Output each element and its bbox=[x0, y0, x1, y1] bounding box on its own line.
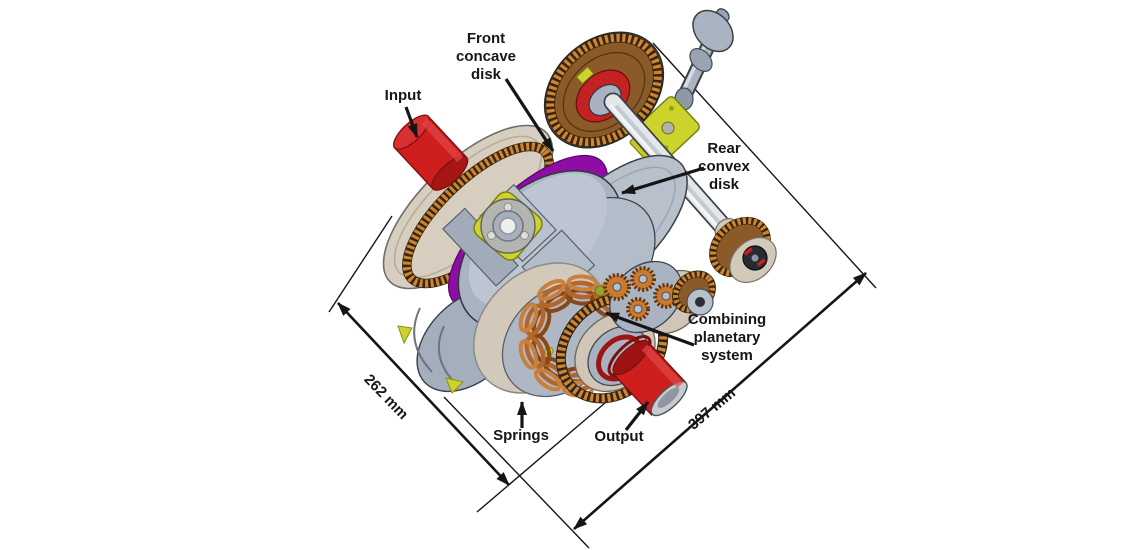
label-line: system bbox=[701, 347, 753, 364]
yellow-wedge-left bbox=[397, 325, 413, 345]
extension-line-left bbox=[328, 215, 393, 313]
rear-disk-arrow bbox=[621, 166, 705, 195]
label-line: convex bbox=[698, 158, 750, 175]
label-springs: Springs bbox=[493, 427, 549, 445]
label-line: concave bbox=[455, 48, 517, 65]
dimension-line-397 bbox=[573, 272, 867, 530]
gear-yellow-tab bbox=[575, 66, 595, 85]
dimension-line-262 bbox=[337, 302, 510, 486]
dimension-lines bbox=[328, 42, 877, 549]
extension-line-bottom-right bbox=[476, 390, 620, 513]
yellow-wedge-bottom bbox=[445, 377, 464, 394]
label-rear-convex-disk: Rear convex disk bbox=[698, 140, 750, 194]
label-line: disk bbox=[708, 176, 740, 193]
front-disk-arrow bbox=[504, 78, 555, 152]
input-arrow bbox=[404, 106, 419, 138]
label-output-text: Output bbox=[594, 428, 644, 445]
center-hub bbox=[473, 191, 543, 261]
label-output: Output bbox=[594, 428, 643, 446]
extension-line-bottom-left bbox=[443, 396, 590, 549]
output-arrow bbox=[624, 401, 650, 431]
output-shaft bbox=[607, 335, 688, 417]
label-combining-planetary-system: Combining planetary system bbox=[688, 311, 766, 365]
label-input-text: Input bbox=[384, 87, 422, 104]
rod-gear-cluster bbox=[672, 216, 777, 316]
label-line: Rear bbox=[707, 140, 741, 157]
label-line: Front bbox=[466, 30, 506, 47]
label-springs-text: Springs bbox=[493, 427, 549, 444]
label-line: planetary bbox=[693, 329, 761, 346]
label-input: Input bbox=[385, 87, 422, 105]
callout-arrows bbox=[404, 78, 705, 431]
planetary-arrow bbox=[605, 311, 695, 347]
label-line: Combining bbox=[687, 311, 767, 328]
label-front-concave-disk: Front concave disk bbox=[456, 30, 516, 84]
label-line: disk bbox=[470, 66, 502, 83]
